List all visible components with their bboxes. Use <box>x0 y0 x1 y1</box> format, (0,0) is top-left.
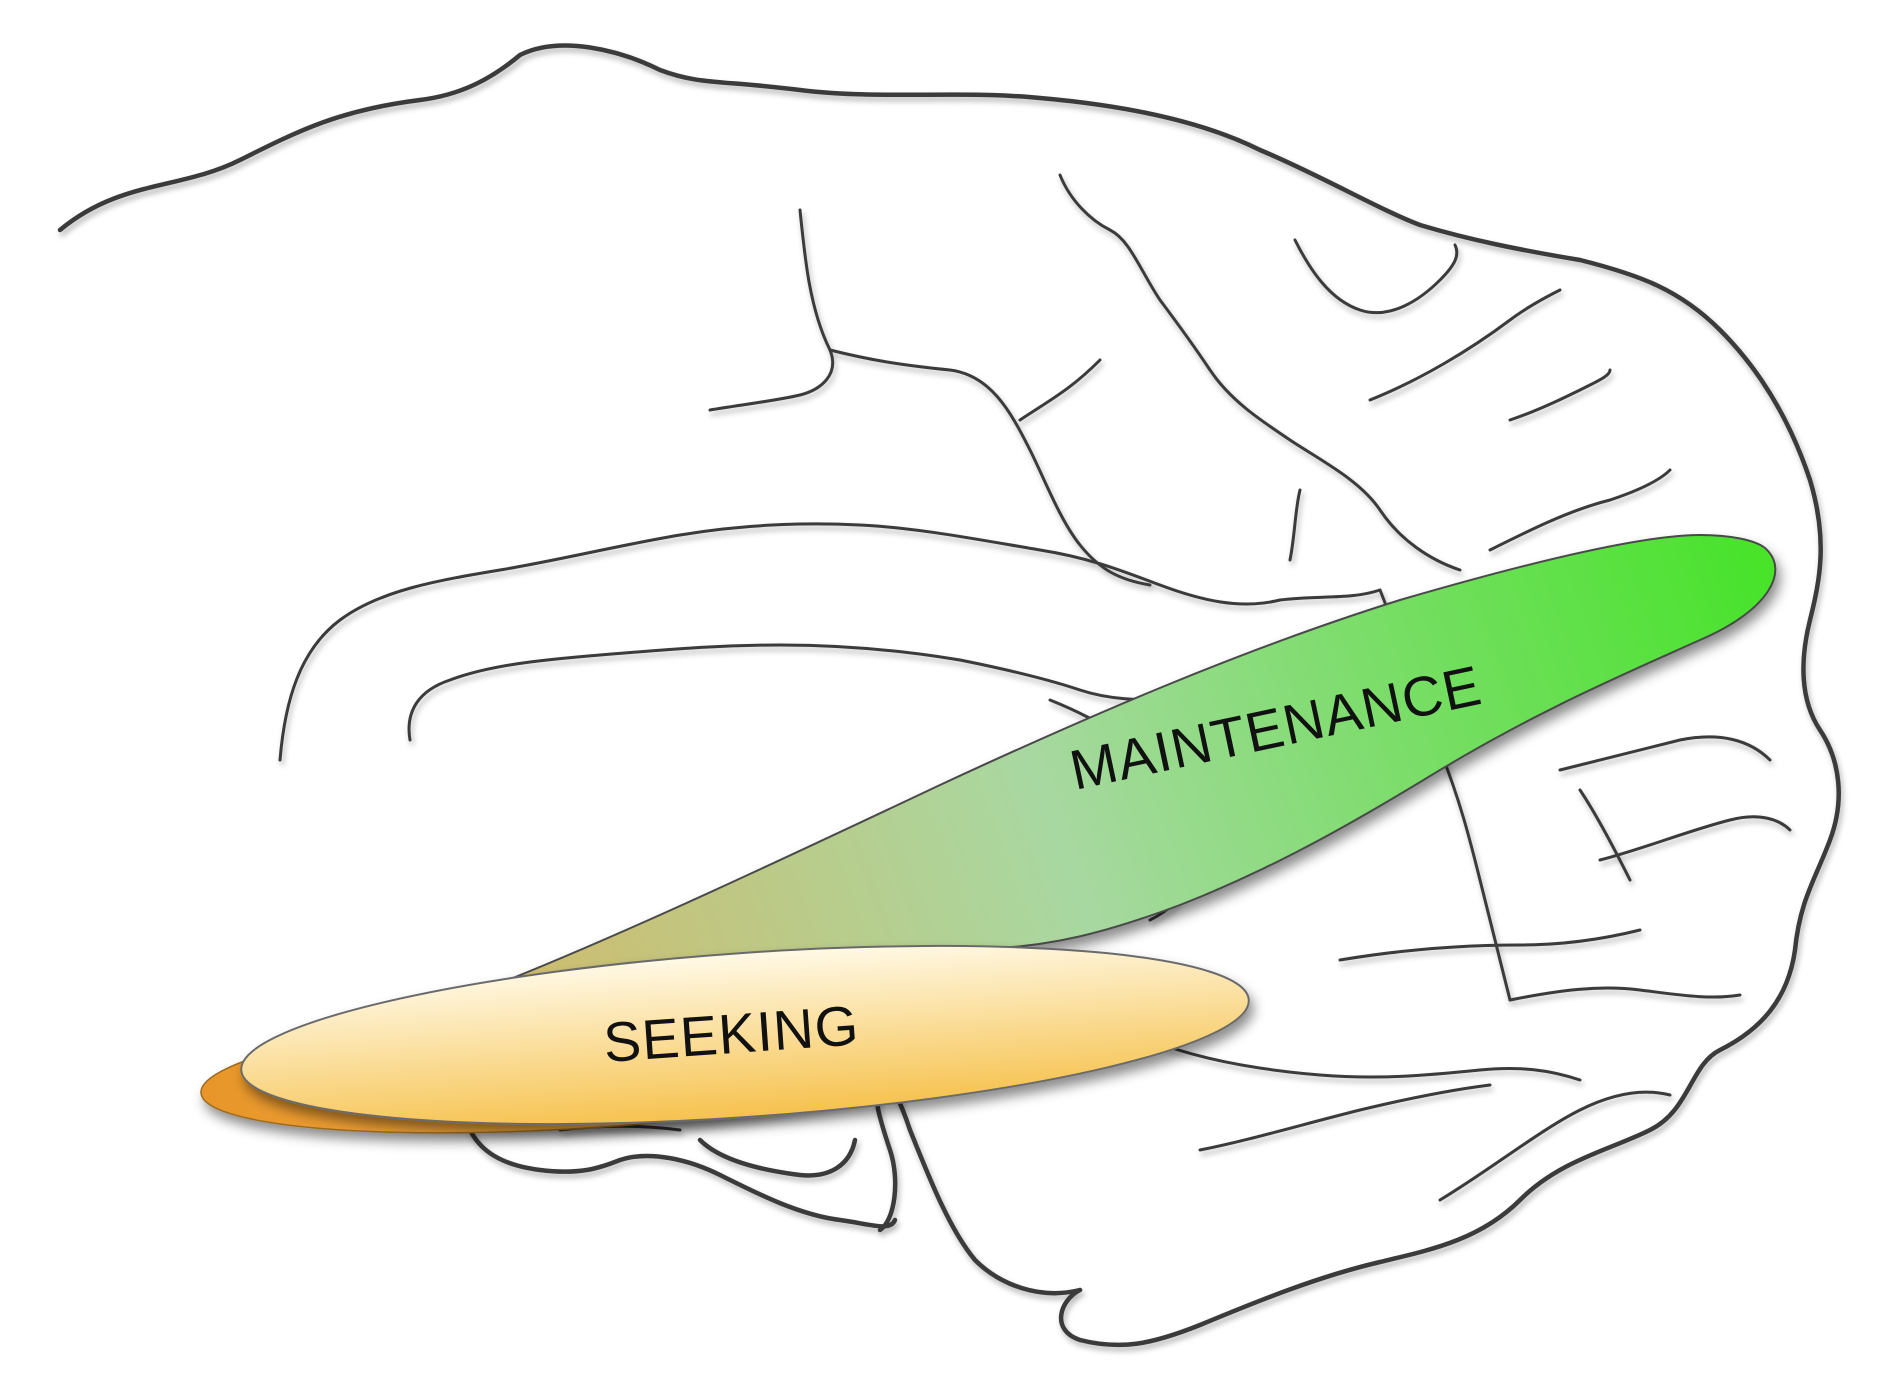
occipital-sulcus-3 <box>1598 815 1792 862</box>
occipital-sulcus-4 <box>1578 788 1632 882</box>
intraparietal-sulcus <box>1293 238 1459 315</box>
parietal-short-sulcus-2 <box>1368 288 1562 402</box>
brain-outline <box>57 43 1841 1348</box>
temporal-lower-contour <box>467 1127 898 1229</box>
parietal-short-sulcus-1 <box>1018 358 1102 422</box>
cerebellum-contour <box>697 1137 858 1178</box>
parietal-short-sulcus-5 <box>1288 488 1302 562</box>
superior-temporal-sulcus <box>407 643 1172 742</box>
sylvian-fissure-upper <box>278 522 1382 762</box>
occipital-pole-sulcus <box>1438 1090 1672 1202</box>
brain-outer-contour <box>57 43 1841 1348</box>
precentral-sulcus <box>828 348 1152 587</box>
seeking-ellipse <box>240 944 1250 1126</box>
occipital-sulcus-2 <box>1558 735 1772 772</box>
brain-sulci <box>278 173 1792 1202</box>
temporal-sulcus-inferior <box>1338 928 1642 962</box>
temporal-sulcus-lower <box>1148 1038 1582 1082</box>
occipital-notch <box>1508 986 1742 1002</box>
temporal-sulcus-bottom <box>1198 1083 1492 1152</box>
central-sulcus <box>708 208 835 412</box>
seeking-region <box>240 944 1250 1126</box>
postcentral-sulcus <box>1058 173 1462 572</box>
parietal-short-sulcus-3 <box>1508 368 1612 422</box>
parietal-short-sulcus-4 <box>1488 468 1672 552</box>
brain-lower-contour <box>873 1067 1083 1296</box>
